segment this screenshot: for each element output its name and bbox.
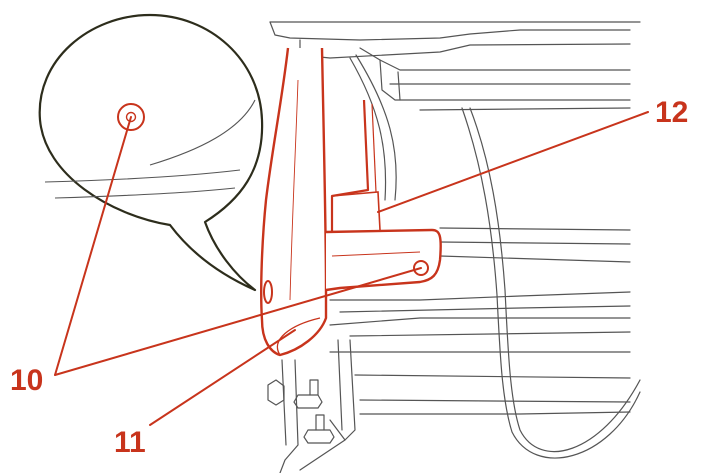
- arm-bolt-hole: [263, 280, 273, 304]
- magnifier-outline: [38, 13, 264, 292]
- leader-12: [377, 111, 649, 213]
- callout-12: 12: [655, 96, 688, 129]
- callout-11: 11: [114, 426, 146, 459]
- callout-10: 10: [10, 364, 43, 397]
- leader-11: [149, 329, 296, 426]
- detail-magnifier: [38, 13, 264, 292]
- leader-10-to-magnified-bolt: [54, 116, 132, 376]
- part-11-arm: [260, 47, 328, 357]
- leader-lines: [54, 111, 649, 426]
- part-12-bracket: [325, 99, 442, 292]
- frame-linework: [267, 21, 641, 473]
- leader-10-to-bracket-bolt: [54, 267, 422, 376]
